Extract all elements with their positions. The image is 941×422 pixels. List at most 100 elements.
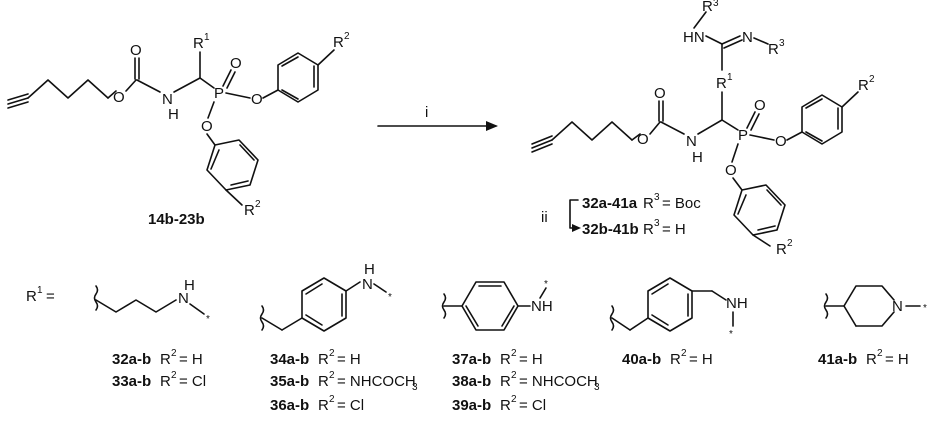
reaction-arrow-i	[377, 121, 498, 131]
sub-label: 38a-b	[452, 373, 491, 390]
sub-r2-value: = H	[689, 351, 713, 368]
sub-r2-letter: R	[866, 351, 877, 368]
ester-oxygen: O	[113, 89, 125, 106]
carbonyl-oxygen: O	[130, 42, 142, 59]
r3-letter-1: R	[702, 0, 713, 15]
substituent-aminobenzyl: N H *	[259, 261, 392, 332]
product-nh-nitrogen: N	[686, 133, 697, 150]
sub-r2-value: = H	[519, 351, 543, 368]
product-b-r3-superscript: 3	[654, 218, 660, 229]
sub-r2-superscript: 2	[511, 394, 517, 405]
phosphorus: P	[214, 85, 224, 102]
sub-label: 35a-b	[270, 373, 309, 390]
sub-r2-value: = H	[885, 351, 909, 368]
product-nh-hydrogen: H	[692, 149, 703, 166]
product-phosphorus: P	[738, 127, 748, 144]
r3-superscript-2: 3	[779, 38, 785, 49]
sub-label: 33a-b	[112, 373, 151, 390]
sub-label: 32a-b	[112, 351, 151, 368]
sub-r2-superscript: 2	[329, 394, 335, 405]
sub-r2-superscript: 2	[329, 370, 335, 381]
r3-letter-2: R	[768, 41, 779, 58]
r1-header-superscript: 1	[37, 285, 43, 296]
product-a-r3-superscript: 3	[654, 192, 660, 203]
reagent-step-i: i	[425, 104, 428, 121]
product-r2-superscript-1: 2	[869, 74, 875, 85]
sub-r2-superscript: 2	[171, 348, 177, 359]
r2-superscript-2: 2	[255, 199, 261, 210]
sub4-attachment-star: *	[729, 329, 733, 340]
sub-label: 36a-b	[270, 397, 309, 414]
methyl-subscript: 3	[412, 382, 418, 393]
sub3-nh: NH	[531, 298, 553, 315]
sub5-attachment-star: *	[923, 303, 927, 314]
sub-label: 37a-b	[452, 351, 491, 368]
r1-superscript: 1	[204, 32, 210, 43]
sub-r2-letter: R	[670, 351, 681, 368]
sub1-nh-h: H	[184, 277, 195, 294]
sub-r2-value: = Cl	[179, 373, 206, 390]
product-carbonyl-oxygen: O	[654, 85, 666, 102]
reaction-arrow-ii	[569, 199, 581, 232]
sub-r2-letter: R	[318, 373, 329, 390]
sub-r2-superscript: 2	[877, 348, 883, 359]
product-phenoxy-oxygen-1: O	[775, 133, 787, 150]
sub-r2-value: = NHCOCH	[519, 373, 598, 390]
substituent-labels: 32a-b R 2 = H 33a-b R 2 = Cl 34a-b R 2 =…	[112, 348, 909, 414]
sub-label: 41a-b	[818, 351, 857, 368]
substituent-aminophenyl: NH *	[441, 279, 553, 331]
sub-r2-superscript: 2	[329, 348, 335, 359]
guanidine-hn: HN	[683, 29, 705, 46]
sub2-attachment-star: *	[388, 292, 392, 303]
substituent-aminopropyl: N H *	[93, 277, 210, 325]
product-r1-superscript: 1	[727, 72, 733, 83]
sub-r2-superscript: 2	[171, 370, 177, 381]
nh-hydrogen: H	[168, 106, 179, 123]
sub-r2-superscript: 2	[511, 370, 517, 381]
product-r1-letter: R	[716, 75, 727, 92]
sub4-nh: NH	[726, 295, 748, 312]
starting-material-label: 14b-23b	[148, 211, 205, 228]
sub2-nh-n: N	[362, 276, 373, 293]
product-ester-oxygen: O	[637, 131, 649, 148]
product-a-r3-letter: R	[643, 195, 654, 212]
product-p-oxo-oxygen: O	[754, 97, 766, 114]
r1-equals: =	[46, 288, 55, 305]
sub-r2-value: = NHCOCH	[337, 373, 416, 390]
phenoxy-oxygen-2: O	[201, 118, 213, 135]
sub-label: 39a-b	[452, 397, 491, 414]
sub-r2-superscript: 2	[681, 348, 687, 359]
product-b-r3-value: = H	[662, 221, 686, 238]
product-a-label: 32a-41a	[582, 195, 638, 212]
methyl-subscript: 3	[594, 382, 600, 393]
guanidine-n: N	[742, 29, 753, 46]
nh-nitrogen: N	[162, 91, 173, 108]
product-a-r3-value: = Boc	[662, 195, 701, 212]
product-r2-letter-1: R	[858, 77, 869, 94]
sub-r2-superscript: 2	[511, 348, 517, 359]
p-oxo-oxygen: O	[230, 55, 242, 72]
sub-r2-letter: R	[318, 397, 329, 414]
product-phenoxy-oxygen-2: O	[725, 162, 737, 179]
r2-letter-2: R	[244, 202, 255, 219]
sub-label: 40a-b	[622, 351, 661, 368]
sub-r2-value: = Cl	[519, 397, 546, 414]
sub-r2-value: = Cl	[337, 397, 364, 414]
r1-header-letter: R	[26, 288, 37, 305]
sub1-nh-n: N	[178, 290, 189, 307]
sub1-attachment-star: *	[206, 314, 210, 325]
sub-r2-letter: R	[318, 351, 329, 368]
substituent-aminomethylbenzyl: NH *	[609, 277, 748, 340]
product-r2-letter-2: R	[776, 241, 787, 258]
sub-r2-value: = H	[179, 351, 203, 368]
sub3-attachment-star: *	[544, 279, 548, 290]
sub-r2-value: = H	[337, 351, 361, 368]
sub-r2-letter: R	[500, 397, 511, 414]
sub-r2-letter: R	[500, 351, 511, 368]
sub-r2-letter: R	[160, 373, 171, 390]
product-b-r3-letter: R	[643, 221, 654, 238]
starting-material: O O N H R 1 P O O R 2 O	[7, 31, 350, 219]
sub-r2-letter: R	[500, 373, 511, 390]
r2-letter-1: R	[333, 34, 344, 51]
